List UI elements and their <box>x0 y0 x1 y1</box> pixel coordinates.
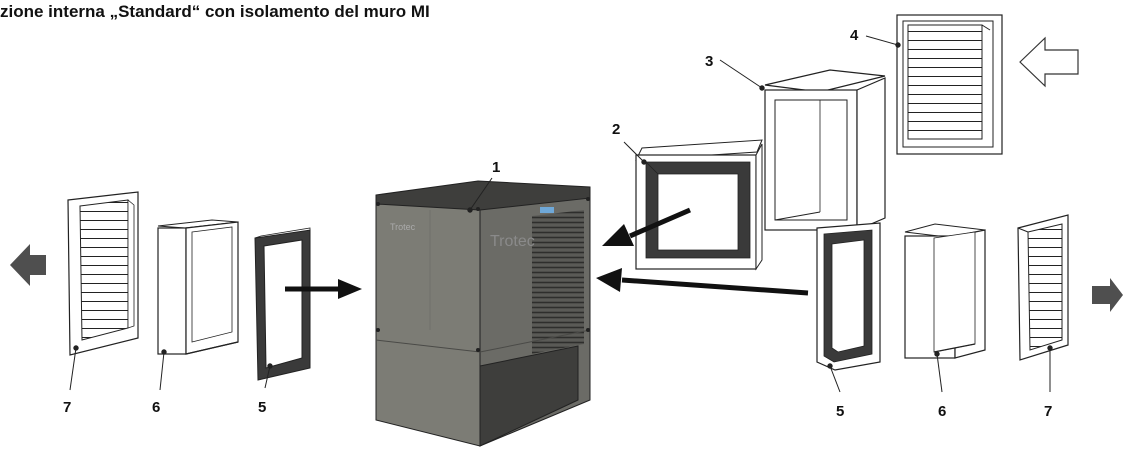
thick-arrow-left-icon <box>10 244 46 286</box>
thick-arrow-right-icon <box>1092 278 1123 312</box>
callout-7-left: 7 <box>63 399 71 416</box>
callout-1: 1 <box>492 159 500 176</box>
outline-arrow-left-icon <box>1019 36 1079 88</box>
diagram-title: zione interna „Standard“ con isolamento … <box>0 2 430 21</box>
wall-sleeve-3 <box>764 69 886 231</box>
wall-seal-frame-5-left <box>254 227 311 381</box>
exhaust-louvre-grille-7-left <box>67 191 139 356</box>
wall-sleeve-6-right <box>904 223 986 359</box>
leader-lines <box>69 35 1053 393</box>
callout-6-right: 6 <box>938 403 946 420</box>
wall-sleeve-6-left <box>157 219 239 355</box>
exhaust-louvre-grille-7-right <box>1017 214 1069 361</box>
callout-2: 2 <box>612 121 620 138</box>
callout-4: 4 <box>850 27 859 44</box>
device-brand-label: Trotec <box>490 233 535 250</box>
direction-arrow-left-to-unit <box>285 279 362 299</box>
dehumidifier-unit: Trotec Trotec <box>375 180 591 447</box>
callout-7-right: 7 <box>1044 403 1052 420</box>
intake-louvre-grille-4 <box>896 14 1003 155</box>
wall-seal-frame-2 <box>635 139 763 271</box>
wall-seal-frame-5-right <box>816 222 881 371</box>
device-logo-text: Trotec <box>390 222 416 232</box>
indicator-light <box>540 207 554 213</box>
direction-arrow-right-to-unit <box>596 268 809 296</box>
callout-5-left: 5 <box>258 399 266 416</box>
air-intake-grille <box>532 210 584 354</box>
direction-arrow-frame-to-unit <box>602 207 691 246</box>
callout-3: 3 <box>705 53 713 70</box>
callout-5-right: 5 <box>836 403 844 420</box>
callout-6-left: 6 <box>152 399 160 416</box>
